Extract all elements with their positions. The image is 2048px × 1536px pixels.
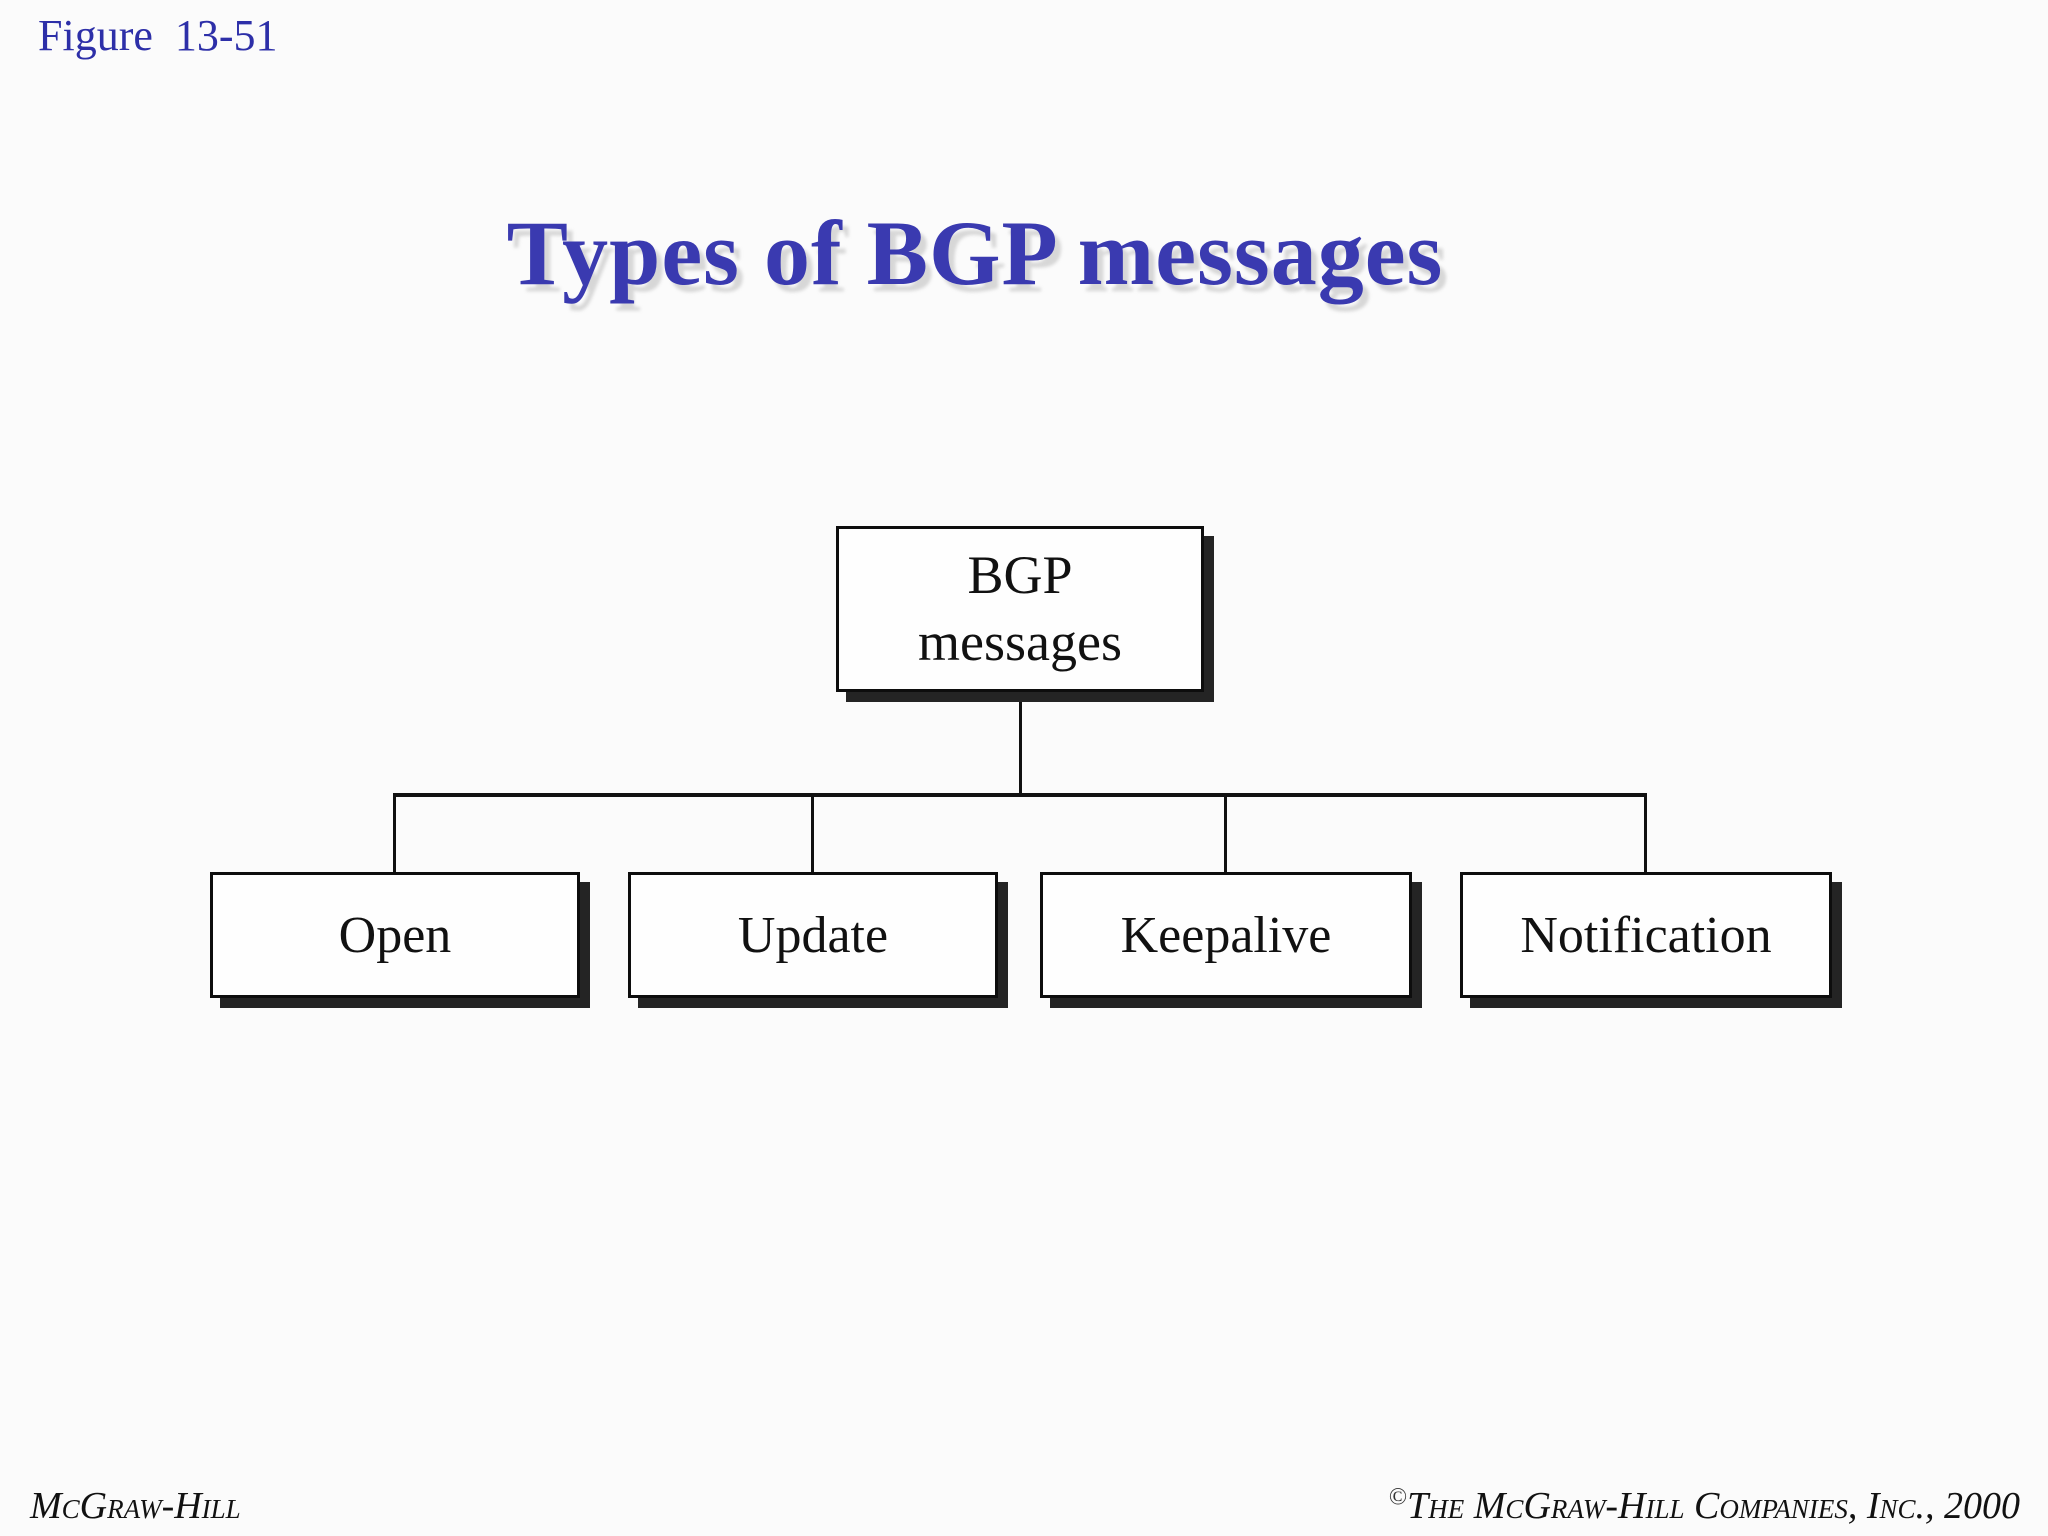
figure-label: Figure 13-51 bbox=[38, 11, 278, 60]
footer-copyright: ©The McGraw-Hill Companies, Inc., 2000 bbox=[1389, 1484, 2020, 1528]
node-update: Update bbox=[628, 872, 998, 998]
connector-drop-keepalive bbox=[1224, 797, 1227, 873]
node-bgp-messages: BGP messages bbox=[836, 526, 1204, 692]
node-keepalive: Keepalive bbox=[1040, 872, 1412, 998]
connector-drop-update bbox=[811, 797, 814, 873]
footer-publisher: McGraw-Hill bbox=[30, 1485, 241, 1527]
copyright-icon: © bbox=[1388, 1484, 1408, 1511]
connector-horizontal-bus bbox=[393, 793, 1647, 797]
connector-drop-notification bbox=[1644, 797, 1647, 873]
connector-root-drop bbox=[1019, 692, 1022, 795]
footer-copyright-text: The McGraw-Hill Companies, Inc., 2000 bbox=[1407, 1485, 2020, 1527]
page-title: Types of BGP messages bbox=[506, 201, 1444, 304]
node-notification: Notification bbox=[1460, 872, 1832, 998]
connector-drop-open bbox=[393, 797, 396, 873]
node-open: Open bbox=[210, 872, 580, 998]
